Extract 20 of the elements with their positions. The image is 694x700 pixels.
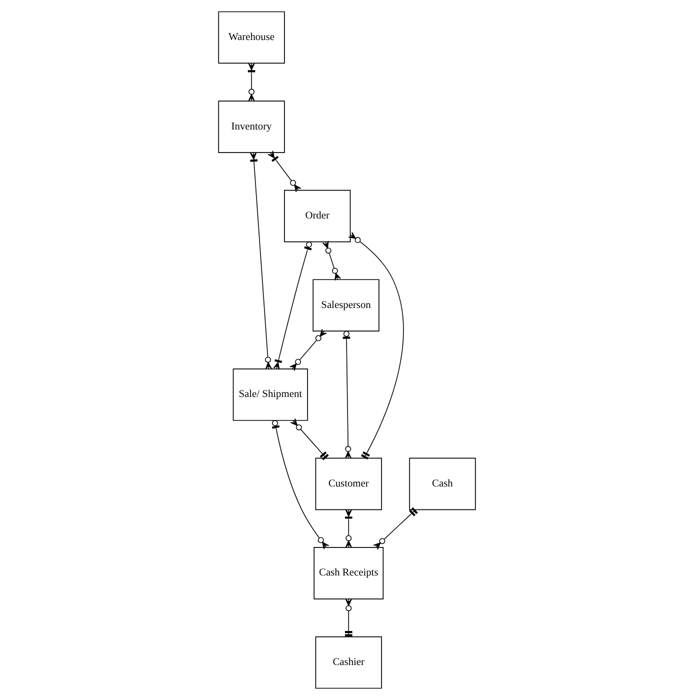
connector — [289, 328, 327, 372]
connector — [322, 240, 341, 281]
connector — [268, 150, 302, 192]
connector — [348, 232, 404, 460]
node-box: Inventory — [218, 100, 285, 153]
connector — [344, 509, 352, 548]
node-box: Cash Receipts — [314, 547, 384, 600]
connector — [272, 420, 330, 550]
connector — [250, 152, 272, 370]
node-box: Sale/ Shipment — [232, 368, 308, 421]
connector — [290, 418, 329, 460]
node-box: Customer — [315, 458, 382, 510]
node-box: Salesperson — [312, 279, 380, 332]
connector — [344, 598, 352, 638]
node-box: Warehouse — [218, 11, 285, 64]
connector — [273, 242, 312, 370]
node-box: Cash — [409, 458, 476, 510]
connector — [373, 507, 418, 550]
node-box: Cashier — [315, 636, 382, 689]
node-box: Order — [284, 190, 351, 242]
